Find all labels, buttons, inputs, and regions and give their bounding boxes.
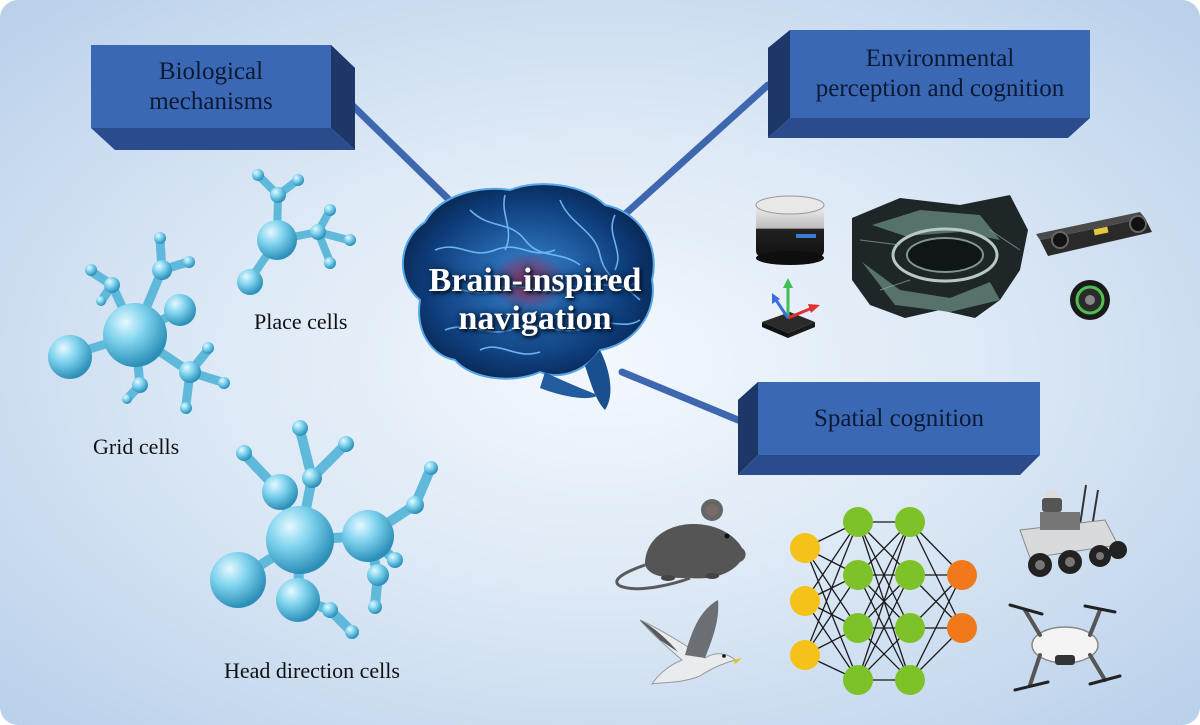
nn-hidden-node <box>895 560 925 590</box>
biological-mechanisms-line1: Biological <box>158 57 264 85</box>
place-cells-label: Place cells <box>254 309 348 334</box>
brain-inspired-navigation-title: Brain-inspired navigation <box>410 262 660 338</box>
nn-input-node <box>790 586 820 616</box>
nn-hidden-node <box>895 507 925 537</box>
brain-title-line1: Brain-inspired <box>428 262 642 299</box>
nn-edge <box>857 521 911 629</box>
ground-robot-icon <box>1019 484 1127 577</box>
environmental-perception-line2: perception and cognition <box>815 75 1065 102</box>
environmental-perception-line1: Environmental <box>865 45 1015 72</box>
nn-edge <box>804 521 859 656</box>
drone-icon <box>1008 603 1122 692</box>
nn-edge <box>857 574 911 681</box>
lidar-icon <box>755 195 825 265</box>
neural-network-icon <box>790 507 977 695</box>
nn-edge <box>857 521 911 681</box>
biological-mechanisms-line2: mechanisms <box>149 87 273 115</box>
nn-output-node <box>947 560 977 590</box>
nn-input-node <box>790 640 820 670</box>
brain-title-line2: navigation <box>458 300 612 337</box>
nn-edge <box>804 574 859 656</box>
box-environmental-perception <box>768 30 1090 138</box>
grid-cells-icon <box>48 232 230 414</box>
nn-edge <box>804 600 859 681</box>
nn-edge <box>909 574 963 681</box>
wheel-encoder-icon <box>1070 280 1110 320</box>
biological-mechanisms-label: Biological mechanisms <box>91 45 331 128</box>
head-direction-cells-label: Head direction cells <box>224 658 400 683</box>
nn-hidden-node <box>895 665 925 695</box>
nn-hidden-node <box>843 507 873 537</box>
imu-axes-icon <box>762 278 820 338</box>
nn-hidden-node <box>843 665 873 695</box>
environmental-perception-label: Environmental perception and cognition <box>790 30 1090 118</box>
box-spatial-cognition <box>738 382 1040 475</box>
spatial-cognition-label: Spatial cognition <box>813 404 985 432</box>
place-cells-icon <box>237 169 356 295</box>
point-cloud-map-icon <box>852 195 1028 318</box>
nn-edge <box>804 521 859 602</box>
brain-icon <box>401 183 655 410</box>
stereo-camera-icon <box>1036 212 1152 256</box>
mouse-icon <box>615 499 746 591</box>
nn-hidden-node <box>895 613 925 643</box>
nn-hidden-node <box>843 560 873 590</box>
head-direction-cells-icon <box>210 420 438 639</box>
grid-cells-label: Grid cells <box>93 434 180 459</box>
nn-input-node <box>790 533 820 563</box>
nn-output-node <box>947 613 977 643</box>
seagull-icon <box>639 600 742 685</box>
nn-hidden-node <box>843 613 873 643</box>
box-biological-mechanisms <box>91 45 355 150</box>
